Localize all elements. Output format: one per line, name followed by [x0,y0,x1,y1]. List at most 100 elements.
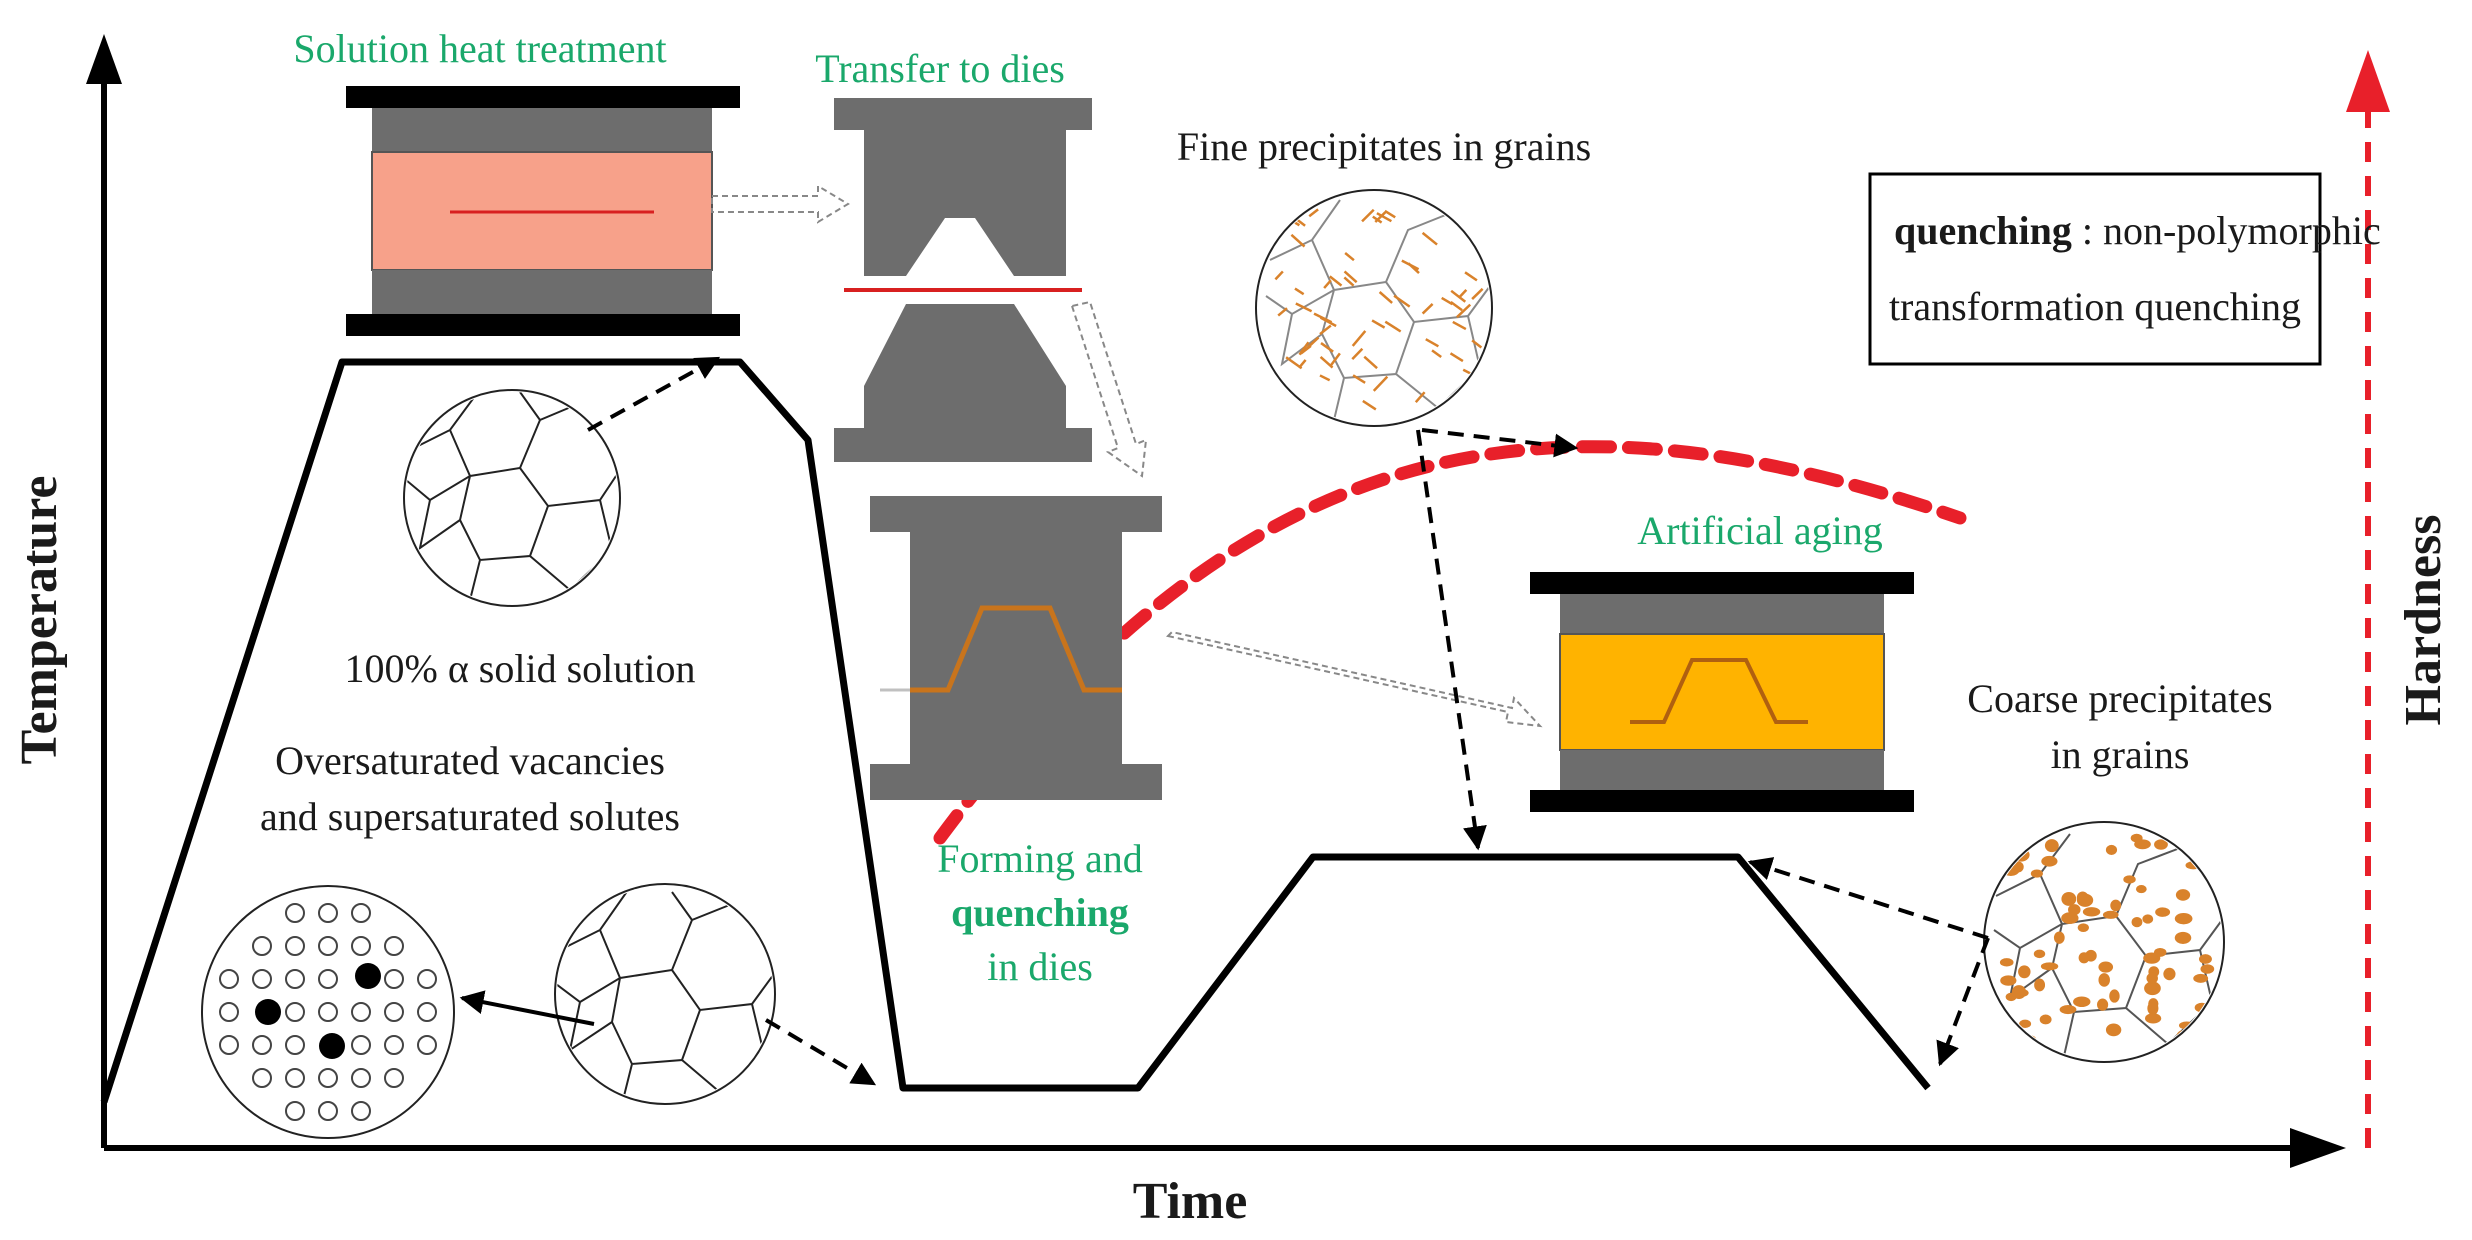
hardness-label: Hardness [2395,515,2452,726]
coarse-precipitate [2078,952,2090,964]
fine-precipitate [1352,374,1366,384]
fine-precipitate [1294,287,1305,296]
fine-precipitate [1363,355,1378,370]
coarse-precipitate [2040,962,2059,971]
fine-precipitates-circle [1255,189,1493,427]
definition-line2: transformation quenching [1889,284,2301,329]
coarse-precipitate [2076,891,2089,904]
coarse-precipitate [2105,1023,2122,1037]
coarse-precipitate [2153,947,2167,957]
solute-atom [355,963,381,989]
time-axis-arrowhead [2290,1128,2346,1168]
fine-precipitate [1471,287,1484,300]
quenching-definition-box: quenching : non-polymorphic transformati… [1868,172,2381,366]
solute-atom [319,1033,345,1059]
fine-precipitate [1319,374,1331,382]
open-die [834,98,1092,462]
coarse-precipitate [2144,1013,2162,1024]
coarse-precipitate [2053,931,2065,944]
coarse-precipitate [2142,914,2154,924]
fine-precipitate [1290,233,1306,248]
fine-precipitate [1351,330,1367,347]
coarse-precipitates-circle [1983,821,2225,1063]
coarse-precipitate [2098,973,2110,987]
coarse-precipitate [2174,912,2193,925]
fine-precipitate [1466,383,1481,397]
vacancy [219,1002,239,1022]
artificial-aging-label: Artificial aging [1637,508,1882,553]
coarse-precipitate [2198,1040,2211,1050]
fine-precipitate [1384,320,1402,333]
coarse-precipitate [2134,839,2151,850]
coarse-precipitate [2077,923,2089,932]
vacancy [417,1002,437,1022]
coarse-pointer-1 [1747,857,1989,940]
fine-precipitate [1361,208,1375,223]
fine-precipitate [1323,279,1332,289]
hardness-axis-arrowhead [2346,50,2390,112]
vacancy [285,1068,305,1088]
fine-precipitate [1277,307,1288,317]
fine-precipitate [1319,356,1334,369]
fine-precipitate [1343,276,1355,287]
vacancy [351,903,371,923]
coarse-precipitate [2044,839,2059,853]
vacancy [351,1068,371,1088]
fine-precipitate [1378,291,1393,304]
fine-precipitate [1431,349,1442,359]
fine-precipitate [1285,356,1303,370]
coarse-precipitate [2175,889,2191,901]
fine-precipitate [1371,319,1386,329]
fine-precipitate [1329,275,1343,287]
transfer-arrows [711,184,1543,728]
coarse-precipitate [2033,949,2046,959]
vacancy [285,1002,305,1022]
coarse-precipitate [2199,845,2214,855]
vacancy [252,936,272,956]
vacancies-solutes-circle [201,885,455,1139]
vacancy [318,903,338,923]
vacancy [384,1035,404,1055]
forming-label-quenching: quenching [951,890,1129,935]
coarse-precipitates-label-line2: in grains [2051,732,2190,777]
coarse-precipitate [2109,989,2120,1003]
vacancy [285,936,305,956]
vacancies-label-line2: and supersaturated solutes [260,794,680,839]
solid-solution-label: 100% α solid solution [345,646,696,691]
fine-precipitate [1305,194,1317,207]
vacancy [219,1035,239,1055]
forming-die [870,496,1162,800]
fine-precipitate [1393,294,1411,308]
fine-precipitate [1308,208,1319,218]
fine-precipitate [1351,347,1364,360]
axes [86,34,2390,1168]
fine-precipitate [1456,303,1472,319]
coarse-precipitate [2030,869,2043,878]
coarse-precipitate [2154,839,2168,850]
coarse-precipitate [2061,892,2077,906]
coarse-precipitate [2183,832,2199,844]
fine-precipitates-pointer-2 [1416,429,1487,851]
vacancy [318,1002,338,1022]
fine-precipitate [1274,270,1284,281]
coarse-precipitate [2135,885,2147,894]
transfer-arrow-3 [1166,630,1543,728]
coarse-precipitate [2034,978,2046,992]
svg-text:quenching : non-polymorphic: quenching : non-polymorphic [1894,208,2381,253]
coarse-pointer-2 [1936,937,1990,1067]
fine-precipitate [1319,324,1332,336]
vacancy [252,1068,272,1088]
vacancy [384,1002,404,1022]
coarse-precipitate [2198,954,2212,964]
coarse-precipitate [2123,875,2136,884]
fine-precipitate [1343,270,1358,284]
coarse-precipitate [2131,916,2143,928]
coarse-precipitate [2193,973,2209,983]
coarse-precipitate [2102,910,2119,919]
fine-precipitate [1457,289,1468,299]
vacancy [384,1068,404,1088]
coarse-precipitate [2068,904,2081,916]
solid-solution-grains [403,389,621,607]
vacancy [285,1101,305,1121]
fine-precipitate [1421,231,1438,246]
